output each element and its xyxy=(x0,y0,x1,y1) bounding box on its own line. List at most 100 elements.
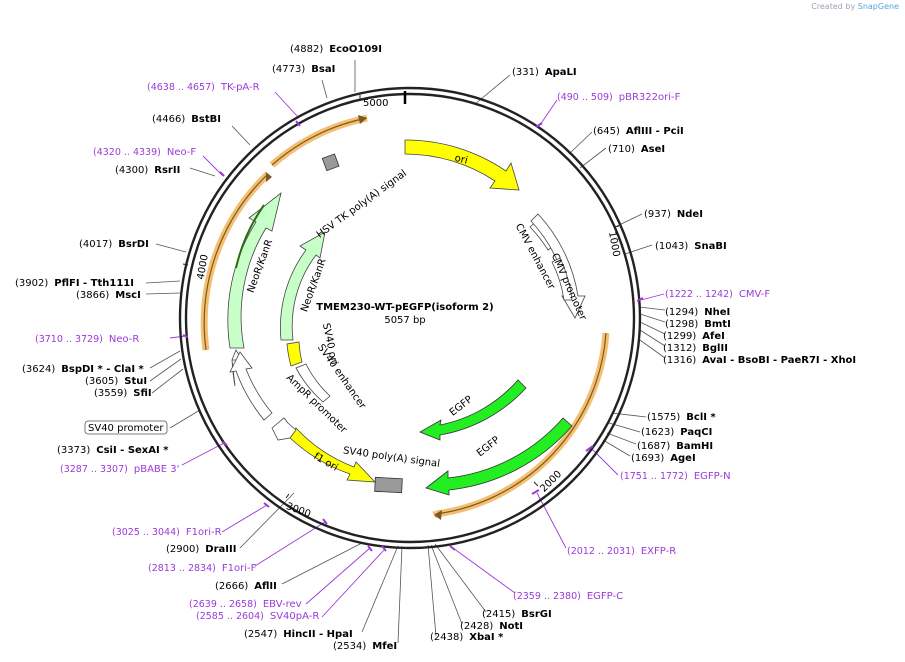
primer-p9[interactable]: (2012 .. 2031)EXFP-R xyxy=(567,546,676,557)
enzyme-site-e17[interactable]: (2415)BsrGI xyxy=(482,609,552,620)
enzyme-name: RsrII xyxy=(154,165,180,176)
enzyme-position: (2415) xyxy=(482,609,515,620)
primer-p4[interactable]: (3025 .. 3044)F1ori-R xyxy=(112,527,222,538)
enzyme-site-e28[interactable]: (937)NdeI xyxy=(644,209,703,220)
enzyme-site-e2[interactable]: (4466)BstBI xyxy=(152,114,221,125)
enzyme-site-e21[interactable]: (1575)BclI * xyxy=(647,412,716,423)
enzyme-site-e13[interactable]: (2547)HincII - HpaI xyxy=(244,629,353,640)
enzyme-position: (3559) xyxy=(94,388,127,399)
egfp-outer-feature[interactable] xyxy=(425,417,573,496)
enzyme-name: StuI xyxy=(124,376,147,387)
ori-feature[interactable] xyxy=(404,139,520,191)
primer-p5[interactable]: (2813 .. 2834)F1ori-F xyxy=(148,563,257,574)
enzyme-name: NdeI xyxy=(677,209,703,220)
primer-name: EGFP-C xyxy=(587,591,623,602)
enzyme-site-e9[interactable]: (3559)SfiI xyxy=(94,388,152,399)
primer-p11[interactable]: (1222 .. 1242)CMV-F xyxy=(665,289,770,300)
primer-range: (1751 .. 1772) xyxy=(620,471,688,482)
enzyme-position: (1312) xyxy=(663,343,696,354)
enzyme-site-e31[interactable]: (331)ApaLI xyxy=(512,67,577,78)
enzyme-site-e8[interactable]: (3605)StuI xyxy=(85,376,147,387)
backbone-inner xyxy=(184,92,636,544)
enzyme-name: XbaI * xyxy=(469,632,504,643)
primer-range: (1222 .. 1242) xyxy=(665,289,733,300)
primer-range: (4320 .. 4339) xyxy=(93,147,161,158)
enzyme-site-e14[interactable]: (2534) MfeI xyxy=(333,641,397,652)
enzyme-site-e10[interactable]: (3373)CsiI - SexAI * xyxy=(57,445,169,456)
enzyme-site-e27[interactable]: (1043)SnaBI xyxy=(655,241,727,252)
enzyme-position: (4466) xyxy=(152,114,185,125)
enzyme-site-e4[interactable]: (4017)BsrDI xyxy=(79,239,149,250)
primer-p8[interactable]: (2359 .. 2380) EGFP-C xyxy=(513,591,623,602)
primer-range: (2359 .. 2380) xyxy=(513,591,581,602)
enzyme-site-e11[interactable]: (2900)DraIII xyxy=(166,544,236,555)
cmv-promoter-feature[interactable] xyxy=(551,257,573,301)
primer-p0[interactable]: (4638 .. 4657)TK-pA-R xyxy=(147,82,260,93)
cmv-enhancer-arrow[interactable] xyxy=(530,213,586,319)
enzyme-site-e15[interactable]: (2438) XbaI * xyxy=(430,632,504,643)
enzyme-site-e3[interactable]: (4300)RsrII xyxy=(115,165,180,176)
primer-p12[interactable]: (490 .. 509)pBR322ori-F xyxy=(557,92,681,103)
enzyme-position: (1043) xyxy=(655,241,688,252)
top-orf-arrowhead xyxy=(358,115,367,124)
primer-p1[interactable]: (4320 .. 4339) Neo-F xyxy=(93,147,196,158)
enzyme-connector-lines xyxy=(145,60,666,644)
primer-name: Neo-F xyxy=(167,147,197,158)
primer-name: pBR322ori-F xyxy=(619,92,681,103)
enzyme-site-e5[interactable]: (3902)PflFI - Tth111I xyxy=(15,278,134,289)
sv40-ori-feature[interactable] xyxy=(286,341,303,367)
enzyme-position: (1298) xyxy=(665,319,698,330)
snapgene-logo-text: SnapGene xyxy=(857,2,899,11)
neor-inner-feature[interactable] xyxy=(280,231,326,341)
primer-name: F1ori-F xyxy=(222,563,257,574)
enzyme-position: (1316) xyxy=(663,355,696,366)
enzyme-name: MscI xyxy=(115,290,141,301)
primer-range: (2585 .. 2604) xyxy=(196,611,264,622)
enzyme-site-e29[interactable]: (710)AseI xyxy=(608,144,665,155)
enzyme-position: (2534) xyxy=(333,641,366,652)
enzyme-name: PaqCI xyxy=(680,427,712,438)
egfp-inner-feature[interactable] xyxy=(419,379,527,441)
ampr-promoter-feature[interactable] xyxy=(271,417,297,441)
primer-p10[interactable]: (1751 .. 1772)EGFP-N xyxy=(620,471,731,482)
enzyme-site-e7[interactable]: (3624)BspDI * - ClaI * xyxy=(22,364,145,375)
primer-name: EXFP-R xyxy=(641,546,676,557)
ampr-promoter-arrow[interactable] xyxy=(229,351,273,421)
sv40-promoter-label: SV40 promoter xyxy=(88,423,164,434)
primer-p6[interactable]: (2639 .. 2658)EBV-rev xyxy=(189,599,302,610)
primer-p7[interactable]: (2585 .. 2604)SV40pA-R xyxy=(196,611,319,622)
enzyme-site-e16[interactable]: (2428)NotI xyxy=(460,621,523,632)
primer-p2[interactable]: (3710 .. 3729)Neo-R xyxy=(35,334,139,345)
snapgene-credit: Created by SnapGene xyxy=(811,2,899,11)
enzyme-name: NotI xyxy=(499,621,523,632)
hsv-tk-polya-feature[interactable] xyxy=(321,153,340,172)
neor-outer-feature[interactable] xyxy=(227,191,282,349)
ori-label: ori xyxy=(453,153,468,167)
sv40-enhancer-feature[interactable] xyxy=(295,363,331,403)
enzyme-position: (2666) xyxy=(215,581,248,592)
enzyme-position: (1693) xyxy=(631,453,664,464)
primer-p3[interactable]: (3287 .. 3307)pBABE 3' xyxy=(60,464,179,475)
enzyme-position: (4882) xyxy=(290,44,323,55)
neor-outer-inner-line xyxy=(235,204,265,269)
enzyme-site-e18[interactable]: (1693)AgeI xyxy=(631,453,696,464)
enzyme-site-e23[interactable]: (1312)BglII xyxy=(663,343,728,354)
enzyme-site-e12[interactable]: (2666)AflII xyxy=(215,581,277,592)
enzyme-name: MfeI xyxy=(372,641,397,652)
enzyme-position: (1575) xyxy=(647,412,680,423)
enzyme-site-e20[interactable]: (1623)PaqCI xyxy=(641,427,712,438)
scale-ticks xyxy=(182,95,620,499)
enzyme-position: (2438) xyxy=(430,632,463,643)
enzyme-site-e6[interactable]: (3866)MscI xyxy=(76,290,141,301)
sv40-polya-feature[interactable] xyxy=(374,476,403,494)
enzyme-site-e0[interactable]: (4882)EcoO109I xyxy=(290,44,382,55)
enzyme-site-e24[interactable]: (1299)AfeI xyxy=(663,331,725,342)
primer-range: (3710 .. 3729) xyxy=(35,334,103,345)
enzyme-site-e22[interactable]: (1316)AvaI - BsoBI - PaeR7I - XhoI xyxy=(663,355,856,366)
enzyme-site-e19[interactable]: (1687)BamHI xyxy=(637,441,713,452)
enzyme-site-e1[interactable]: (4773)BsaI xyxy=(272,64,335,75)
f1-ori-feature[interactable] xyxy=(287,427,377,483)
enzyme-site-e25[interactable]: (1298)BmtI xyxy=(665,319,731,330)
enzyme-site-e30[interactable]: (645)AflIII - PciI xyxy=(593,126,684,137)
enzyme-site-e26[interactable]: (1294)NheI xyxy=(665,307,730,318)
